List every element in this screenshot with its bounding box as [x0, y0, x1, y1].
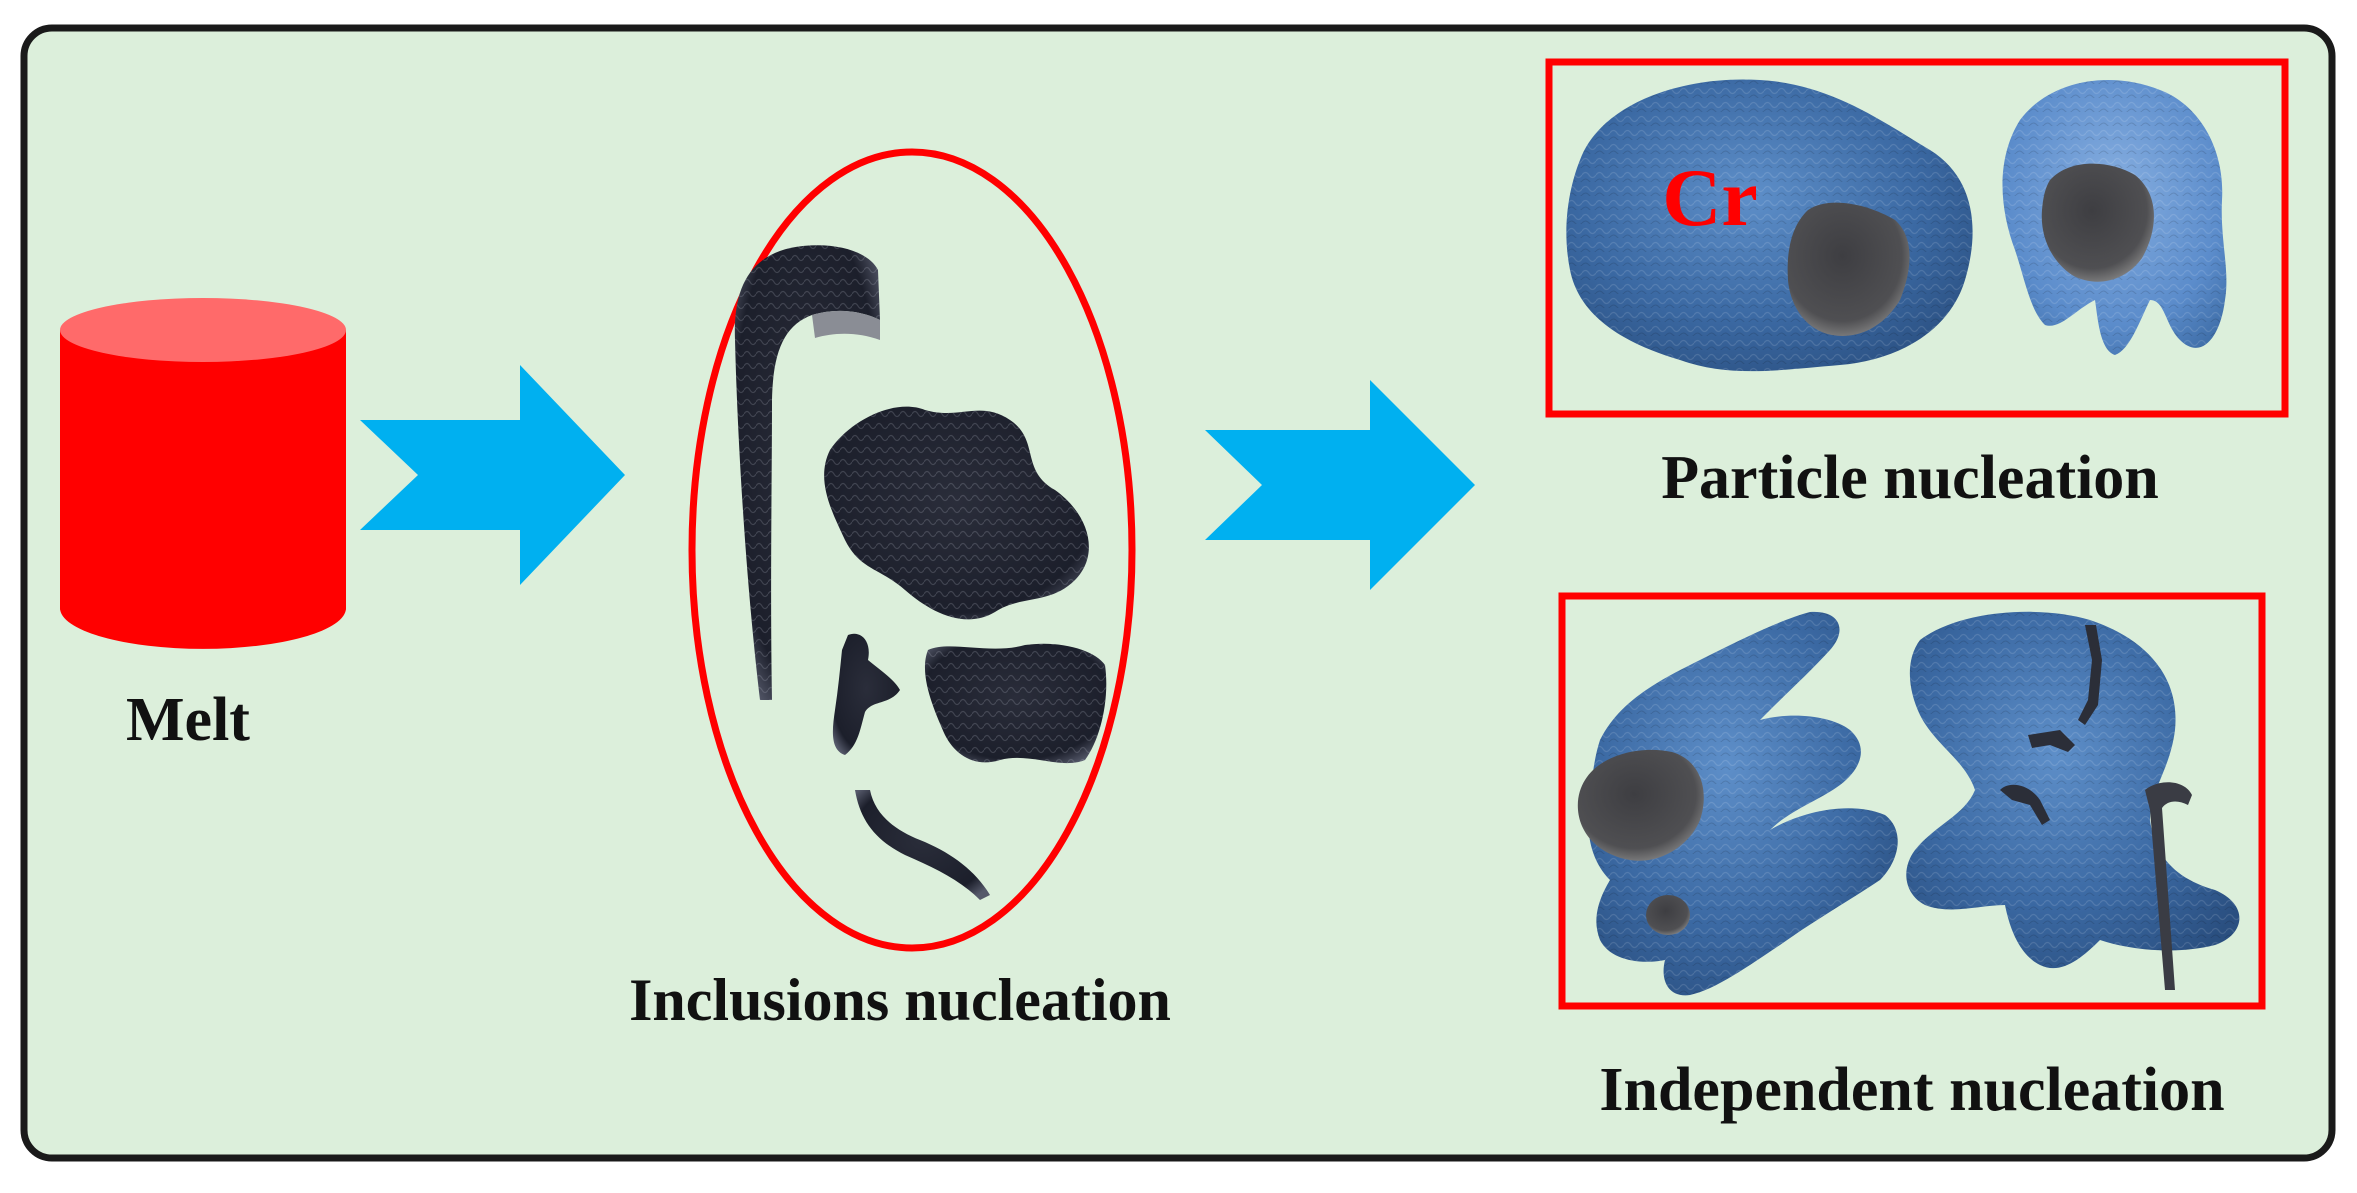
particle-label: Particle nucleation: [1661, 444, 2159, 512]
particle-nucleation-box: [1545, 58, 2289, 418]
cr-label: Cr: [1662, 152, 1758, 243]
inclusion-curve: [855, 790, 990, 900]
melt-label: Melt: [126, 686, 250, 754]
independent-nucleation-box: [1558, 592, 2266, 1010]
independent-label: Independent nucleation: [1599, 1056, 2224, 1124]
dark-inclusion: [1577, 749, 1704, 861]
inclusion-small-hook: [832, 633, 900, 755]
inclusions-highlight-ellipse: [688, 148, 1136, 952]
independent-grains: [1577, 611, 2240, 996]
dark-thread: [2145, 782, 2192, 990]
chevron-arrow-icon: [1205, 380, 1475, 590]
inclusions-label: Inclusions nucleation: [629, 967, 1171, 1033]
particle-grains: [1566, 79, 2227, 372]
chevron-arrow-icon: [360, 365, 625, 585]
grey-inclusion-core: [1787, 202, 1910, 336]
inclusion-shapes: [734, 245, 1107, 900]
red-cylinder-icon: [60, 298, 346, 649]
grey-inclusion-core: [2041, 163, 2154, 282]
